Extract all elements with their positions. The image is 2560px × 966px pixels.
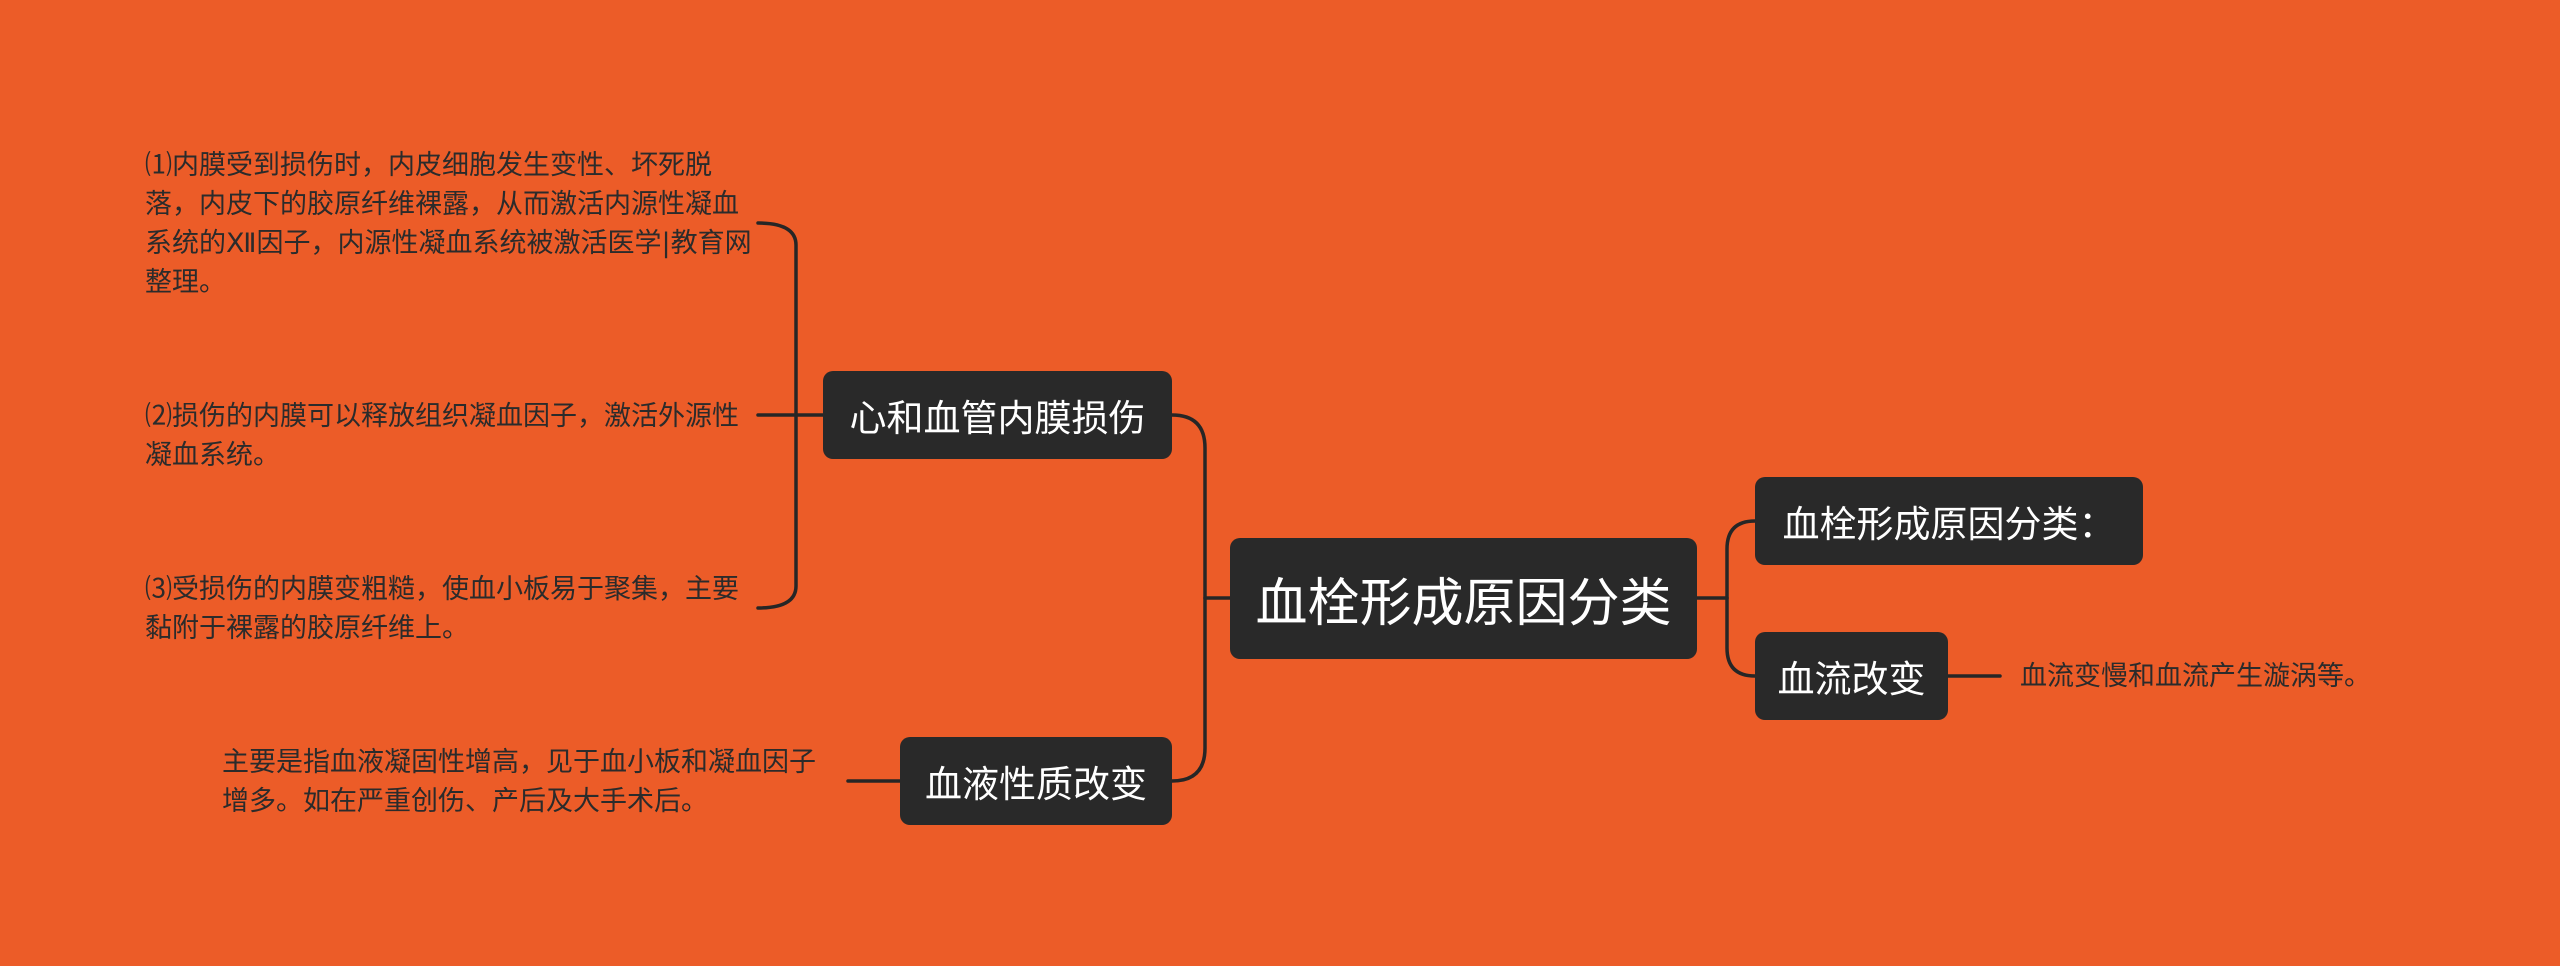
- branch-node-blood-property[interactable]: 血液性质改变: [900, 737, 1172, 825]
- leaf-note-injury-2: ⑵损伤的内膜可以释放组织凝血因子，激活外源性凝血系统。: [145, 401, 739, 471]
- connector-right-trunk: [1725, 519, 1757, 678]
- branch-node-endothelial-injury[interactable]: 心和血管内膜损伤: [823, 371, 1172, 459]
- root-node[interactable]: 血栓形成原因分类: [1230, 538, 1697, 659]
- connector-left-trunk: [1170, 413, 1207, 783]
- branch-label: 血流改变: [1777, 658, 1926, 701]
- branch-label: 血液性质改变: [925, 763, 1147, 806]
- branch-label: 血栓形成原因分类：: [1782, 503, 2116, 546]
- branch-label: 心和血管内膜损伤: [849, 397, 1146, 440]
- branch-node-classification[interactable]: 血栓形成原因分类：: [1755, 477, 2143, 565]
- branch-node-blood-flow[interactable]: 血流改变: [1755, 632, 1948, 720]
- leaf-note-blood-property: 主要是指血液凝固性增高，见于血小板和凝血因子增多。如在严重创伤、产后及大手术后。: [222, 747, 816, 817]
- leaf-note-injury-3: ⑶受损伤的内膜变粗糙，使血小板易于聚集，主要黏附于裸露的胶原纤维上。: [145, 574, 739, 644]
- leaf-note-injury-1: ⑴内膜受到损伤时，内皮细胞发生变性、坏死脱落，内皮下的胶原纤维裸露，从而激活内源…: [145, 150, 752, 298]
- leaf-note-blood-flow: 血流变慢和血流产生漩涡等。: [2020, 661, 2371, 692]
- root-label: 血栓形成原因分类: [1255, 574, 1672, 634]
